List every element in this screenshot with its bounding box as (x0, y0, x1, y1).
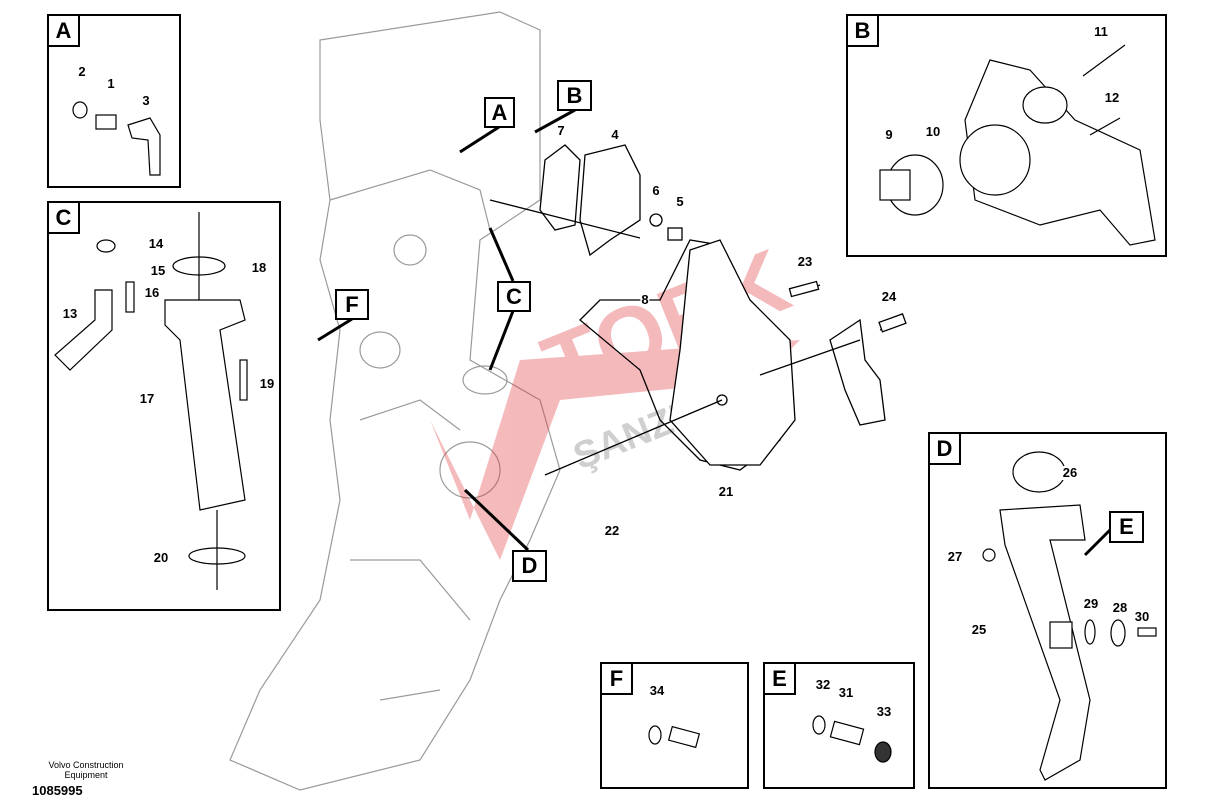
part-number-label: 24 (880, 289, 898, 304)
detail-panel-e (763, 662, 915, 789)
part-number-label: 8 (640, 292, 650, 307)
part-number-label: 31 (837, 685, 855, 700)
water-pump-parts (489, 144, 907, 476)
part-number-label: 5 (675, 194, 685, 209)
detail-panel-a (47, 14, 181, 188)
detail-panel-b (846, 14, 1167, 257)
callout-f: F (335, 289, 369, 320)
part-number-label: 11 (1093, 24, 1109, 39)
part-number-label: 14 (147, 236, 165, 251)
part-number-label: 10 (924, 124, 942, 139)
part-number-label: 1 (106, 76, 116, 91)
publisher-label: Volvo Construction Equipment (48, 760, 124, 780)
part-number-label: 27 (946, 549, 964, 564)
callout-d: D (512, 550, 547, 582)
panel-tag-c: C (47, 201, 80, 234)
part-number-label: 13 (61, 306, 79, 321)
part-number-label: 26 (1061, 465, 1079, 480)
panel-ef-parts (648, 715, 892, 763)
part-number-label: 9 (884, 127, 894, 142)
callout-e: E (1109, 511, 1144, 543)
part-number-label: 22 (603, 523, 621, 538)
engine-block-outline (229, 11, 561, 791)
detail-panel-f (600, 662, 749, 789)
part-number-label: 33 (875, 704, 893, 719)
part-number-label: 32 (814, 677, 832, 692)
panel-b-parts (879, 44, 1156, 246)
callout-b: B (557, 80, 592, 111)
part-number-label: 15 (149, 263, 167, 278)
detail-panel-d (928, 432, 1167, 789)
part-number-label: 21 (717, 484, 735, 499)
part-number-label: 19 (258, 376, 276, 391)
detail-panel-c (47, 201, 281, 611)
panel-tag-a: A (47, 14, 80, 47)
part-number-label: 7 (556, 123, 566, 138)
panel-tag-f: F (600, 662, 633, 695)
part-number-label: 2 (77, 64, 87, 79)
part-number-label: 3 (141, 93, 151, 108)
part-number-label: 18 (250, 260, 268, 275)
part-number-label: 4 (610, 127, 620, 142)
part-number-label: 25 (970, 622, 988, 637)
callout-a: A (484, 97, 515, 128)
part-number-label: 34 (648, 683, 666, 698)
part-number-label: 17 (138, 391, 156, 406)
panel-tag-e: E (763, 662, 796, 695)
panel-c-parts (54, 212, 248, 590)
drawing-number: 1085995 (32, 783, 83, 798)
part-number-label: 12 (1103, 90, 1121, 105)
callout-c: C (497, 281, 531, 312)
panel-tag-d: D (928, 432, 961, 465)
callout-leaders (317, 108, 1112, 557)
part-number-label: 29 (1082, 596, 1100, 611)
part-number-label: 20 (152, 550, 170, 565)
part-number-label: 6 (651, 183, 661, 198)
part-number-label: 23 (796, 254, 814, 269)
part-number-label: 16 (143, 285, 161, 300)
part-number-label: 28 (1111, 600, 1129, 615)
panel-d-parts (982, 451, 1157, 781)
part-number-label: 30 (1133, 609, 1151, 624)
panel-a-parts (72, 101, 161, 176)
panel-tag-b: B (846, 14, 879, 47)
